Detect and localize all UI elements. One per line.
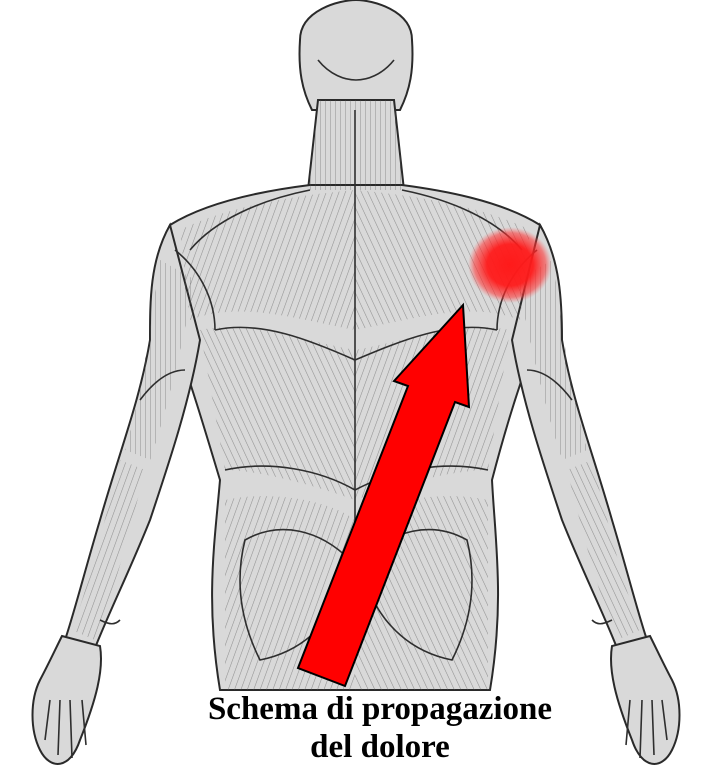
caption-line-1: Schema di propagazione xyxy=(120,690,640,728)
pain-area-marker xyxy=(468,227,552,303)
caption-line-2: del dolore xyxy=(120,728,640,766)
diagram-caption: Schema di propagazione del dolore xyxy=(120,690,640,766)
